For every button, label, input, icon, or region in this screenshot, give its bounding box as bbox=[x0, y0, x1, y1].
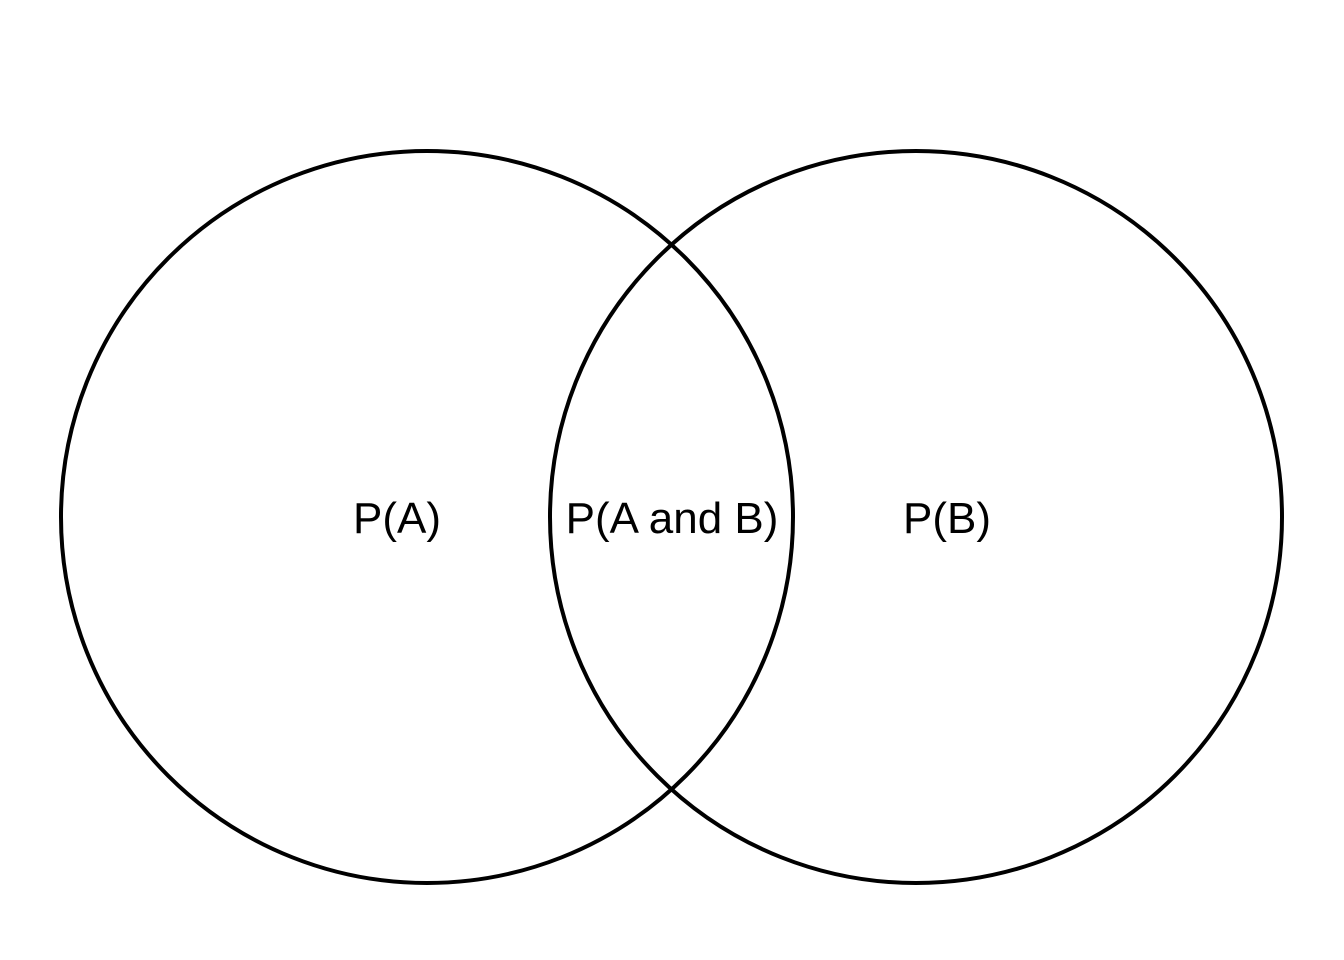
circle-b bbox=[548, 149, 1284, 885]
label-intersection: P(A and B) bbox=[566, 494, 779, 543]
label-a: P(A) bbox=[353, 494, 441, 543]
circle-a bbox=[59, 149, 795, 885]
label-b: P(B) bbox=[903, 494, 991, 543]
